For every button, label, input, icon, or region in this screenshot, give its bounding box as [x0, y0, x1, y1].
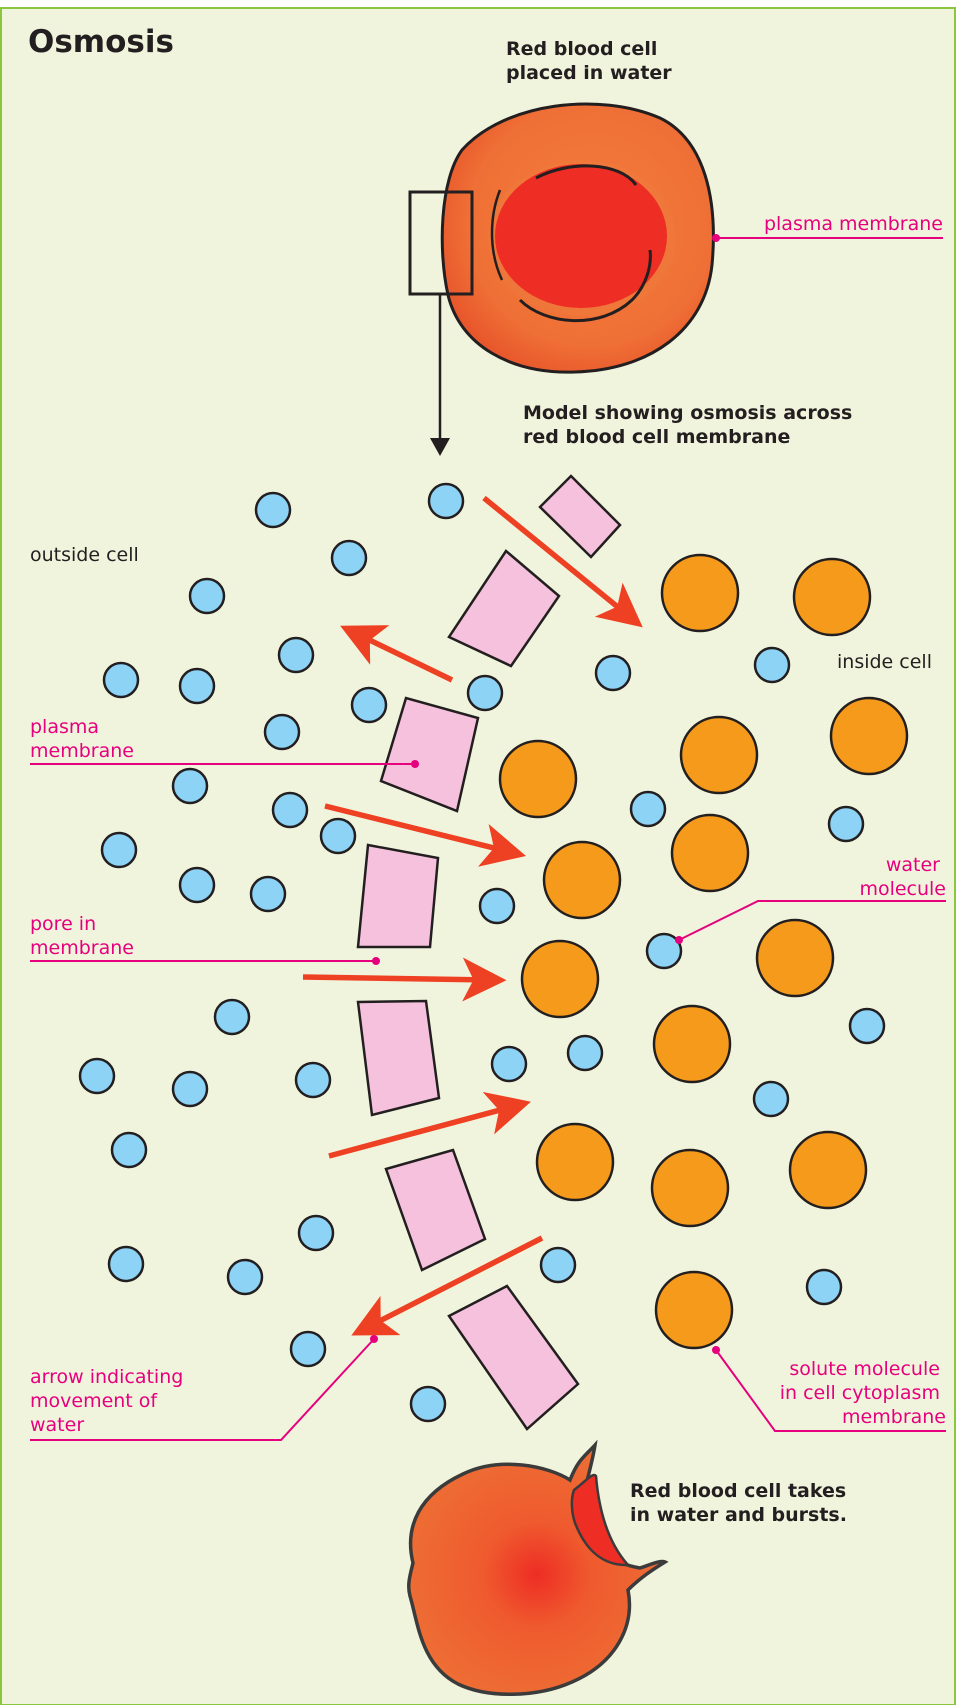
water-molecule [539, 1246, 577, 1284]
water-molecule-dot [675, 936, 683, 944]
solute-molecule [498, 739, 578, 819]
water-molecule [226, 1258, 264, 1296]
water-molecule [78, 1057, 116, 1095]
water-molecule [289, 1330, 327, 1368]
solute-molecule [660, 553, 740, 633]
plasma-membrane-top-dot [712, 234, 720, 242]
water-arrows [302, 495, 643, 1336]
water-molecule [466, 674, 504, 712]
water-arrow [302, 957, 507, 1002]
water-molecule [645, 932, 683, 970]
water-molecule [753, 646, 791, 684]
water-molecule [188, 577, 226, 615]
water-molecule [805, 1268, 843, 1306]
water-molecule [271, 791, 309, 829]
water-molecule [427, 482, 465, 520]
water-molecule-label: water molecule [859, 854, 946, 900]
water-molecule [629, 790, 667, 828]
water-molecule [107, 1245, 145, 1283]
membrane-segment [379, 696, 480, 813]
solute-molecule [792, 557, 872, 637]
solute-molecule [755, 918, 835, 998]
water-molecule [213, 998, 251, 1036]
solute-molecule [652, 1004, 732, 1084]
water-molecule [490, 1045, 528, 1083]
water-molecule [100, 831, 138, 869]
water-arrow [340, 625, 454, 683]
water-molecule [263, 713, 301, 751]
red-blood-cell-burst [407, 1439, 669, 1696]
water-molecule [566, 1034, 604, 1072]
solute-leader [715, 1349, 946, 1432]
water-molecule [254, 491, 292, 529]
top-caption: Red blood cell placed in water [506, 38, 672, 84]
water-molecules [78, 482, 886, 1423]
solute-molecule [650, 1148, 730, 1228]
water-molecule [478, 887, 516, 925]
water-molecule [827, 805, 865, 843]
solute-molecule [654, 1270, 734, 1350]
water-molecule [102, 661, 140, 699]
water-molecule [409, 1385, 447, 1423]
water-molecule [277, 636, 315, 674]
inside-cell-label: inside cell [837, 651, 932, 673]
arrow-leader [30, 1338, 375, 1441]
membrane-segment [384, 1148, 487, 1272]
solute-molecule [788, 1130, 868, 1210]
membrane-segment [356, 999, 441, 1117]
red-blood-cell-intact [440, 102, 715, 374]
water-molecule [110, 1131, 148, 1169]
water-molecule [350, 686, 388, 724]
water-molecule [171, 1070, 209, 1108]
water-molecule [178, 866, 216, 904]
water-arrow [482, 495, 643, 628]
membrane-segment [447, 549, 561, 668]
solute-molecule [535, 1122, 615, 1202]
water-molecule [294, 1061, 332, 1099]
plasma-membrane-top-label: plasma membrane [764, 213, 943, 235]
pore-label: pore in membrane [30, 913, 134, 959]
diagram-title: Osmosis [28, 24, 174, 60]
water-molecule [752, 1080, 790, 1118]
water-molecule [297, 1214, 335, 1252]
zoom-arrow-head [430, 438, 450, 456]
plasma-membrane-left-label: plasma membrane [30, 716, 134, 762]
outside-cell-label: outside cell [30, 544, 139, 566]
water-molecule [171, 767, 209, 805]
membrane-segments [356, 474, 622, 1431]
arrow-label: arrow indicating movement of water [30, 1366, 189, 1436]
water-arrow [324, 803, 527, 867]
solute-label: solute molecule in cell cytoplasm membra… [780, 1358, 946, 1428]
water-molecule [848, 1007, 886, 1045]
bottom-caption: Red blood cell takes in water and bursts… [630, 1480, 853, 1526]
water-molecule [330, 539, 368, 577]
solute-molecule [679, 715, 759, 795]
membrane-segment [447, 1284, 580, 1431]
plasma-membrane-left-dot [411, 760, 419, 768]
membrane-segment [356, 843, 440, 949]
pore-dot [372, 957, 380, 965]
water-molecule [178, 667, 216, 705]
arrow-leader-dot [370, 1335, 378, 1343]
water-molecule [594, 654, 632, 692]
solute-molecule [670, 813, 750, 893]
water-molecule [319, 817, 357, 855]
membrane-segment [538, 474, 622, 559]
solute-molecule [829, 696, 909, 776]
solute-molecules [498, 553, 909, 1350]
model-caption: Model showing osmosis across red blood c… [523, 402, 859, 448]
water-molecule-leader [678, 900, 946, 941]
solute-molecule [542, 840, 622, 920]
solute-dot [712, 1346, 720, 1354]
solute-molecule [520, 939, 600, 1019]
water-arrow [351, 1235, 544, 1336]
water-molecule [249, 875, 287, 913]
water-arrow [328, 1091, 531, 1159]
